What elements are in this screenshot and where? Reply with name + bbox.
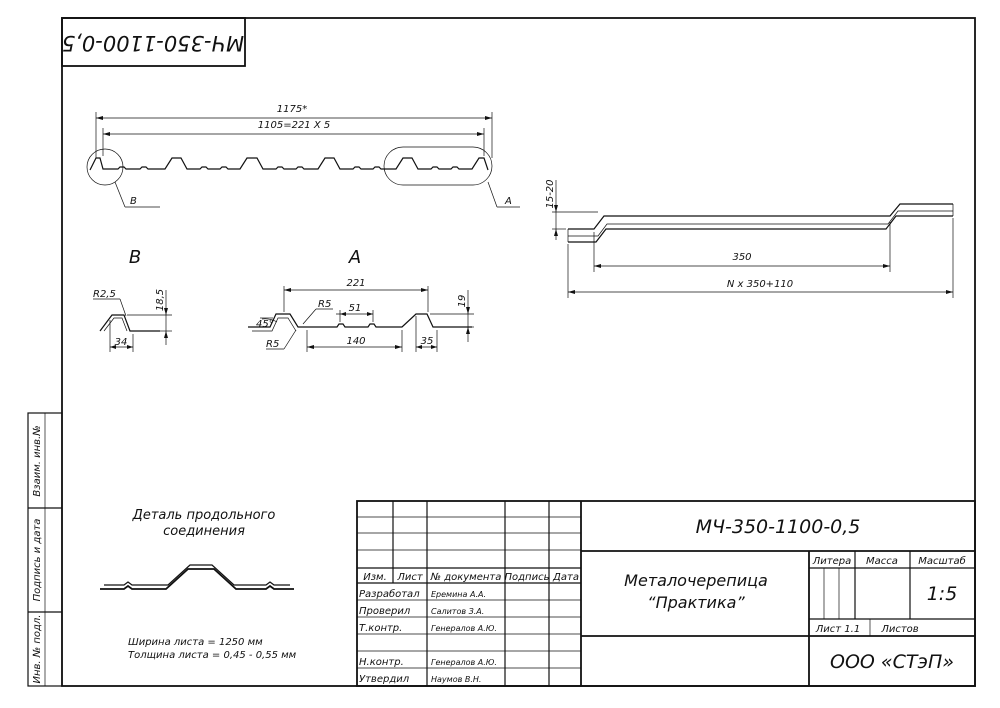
detail-b-width: 34 xyxy=(115,337,128,348)
row-name: Генералов А.Ю. xyxy=(431,658,497,667)
header-sign: Подпись xyxy=(505,572,550,583)
side-view-outline xyxy=(568,203,953,230)
row-role: Проверил xyxy=(359,606,411,617)
callout-a-label: A xyxy=(504,196,512,207)
detail-a-flat: 140 xyxy=(346,336,365,347)
dim-overall: 1175* xyxy=(277,104,307,115)
sheet-label: Лист 1.1 xyxy=(815,624,860,635)
side-view: 15-20 350 N x 350+110 xyxy=(545,179,954,298)
side-field-vzaim: Взаим. инв.№ xyxy=(32,425,43,496)
header-doc: № документа xyxy=(430,572,502,583)
sheets-label: Листов xyxy=(880,624,918,635)
designation: МЧ-350-1100-0,5 xyxy=(696,516,861,538)
row-name: Салитов З.А. xyxy=(431,607,484,616)
scale-value: 1:5 xyxy=(927,583,958,605)
title-block: Изм. Лист № документа Подпись Дата Разра… xyxy=(356,500,976,687)
detail-b-title: B xyxy=(129,247,141,268)
detail-a-radius-top: R5 xyxy=(318,299,331,310)
row-role: Н.контр. xyxy=(359,657,404,668)
detail-a-pitch: 221 xyxy=(346,278,365,289)
row-role: Утвердил xyxy=(359,674,410,685)
rotated-code-stamp: МЧ-350-1100-0,5 xyxy=(61,17,246,67)
mass-label: Масса xyxy=(866,556,898,567)
side-fields: Взаим. инв.№ Подпись и дата Инв. № подл. xyxy=(27,412,63,687)
detail-a-crest: 35 xyxy=(421,336,434,347)
detail-a-rib: 51 xyxy=(349,303,362,314)
company-name: ООО «СТэП» xyxy=(830,651,954,673)
detail-a: A 221 R5 51 45° R5 xyxy=(248,247,474,352)
detail-b-height: 18,5 xyxy=(155,289,166,311)
row-role: Т.контр. xyxy=(359,623,402,634)
detail-a-radius-bottom: R5 xyxy=(266,339,279,350)
detail-a-angle: 45° xyxy=(256,319,274,330)
header-list: Лист xyxy=(396,572,424,583)
product-name-line2: “Практика” xyxy=(647,593,745,612)
joint-spec-width: Ширина листа = 1250 мм xyxy=(128,637,263,648)
callout-b-label: B xyxy=(130,196,137,207)
profile-line xyxy=(89,157,489,171)
side-field-podpis: Подпись и дата xyxy=(32,519,43,602)
product-name-line1: Металочерепица xyxy=(624,571,768,590)
detail-a-height: 19 xyxy=(457,295,468,308)
dim-step: 350 xyxy=(732,252,751,263)
row-name: Еремина А.А. xyxy=(431,590,486,599)
dim-height-side: 15-20 xyxy=(545,179,556,208)
row-name: Наумов В.Н. xyxy=(431,675,481,684)
header-izm: Изм. xyxy=(363,572,387,583)
header-date: Дата xyxy=(552,572,579,583)
row-name: Генералов А.Ю. xyxy=(431,624,497,633)
top-profile-section: 1175* 1105=221 X 5 B A xyxy=(86,104,520,208)
detail-b-radius: R2,5 xyxy=(93,289,116,300)
detail-b: B R2,5 18,5 34 xyxy=(93,247,172,352)
joint-detail: Деталь продольного соединения Ширина лис… xyxy=(100,508,297,661)
dim-total: N x 350+110 xyxy=(727,279,793,290)
row-role: Разработал xyxy=(359,588,420,600)
joint-spec-thickness: Толщина листа = 0,45 - 0,55 мм xyxy=(128,650,297,661)
joint-caption-line2: соединения xyxy=(163,524,245,539)
rotated-code-text: МЧ-350-1100-0,5 xyxy=(62,31,244,55)
detail-a-title: A xyxy=(348,247,361,268)
litera-label: Литера xyxy=(812,556,851,567)
dim-pitch: 1105=221 X 5 xyxy=(258,120,331,131)
scale-label: Масштаб xyxy=(918,555,966,567)
side-field-inv: Инв. № подл. xyxy=(32,615,43,684)
joint-caption-line1: Деталь продольного xyxy=(132,508,276,523)
